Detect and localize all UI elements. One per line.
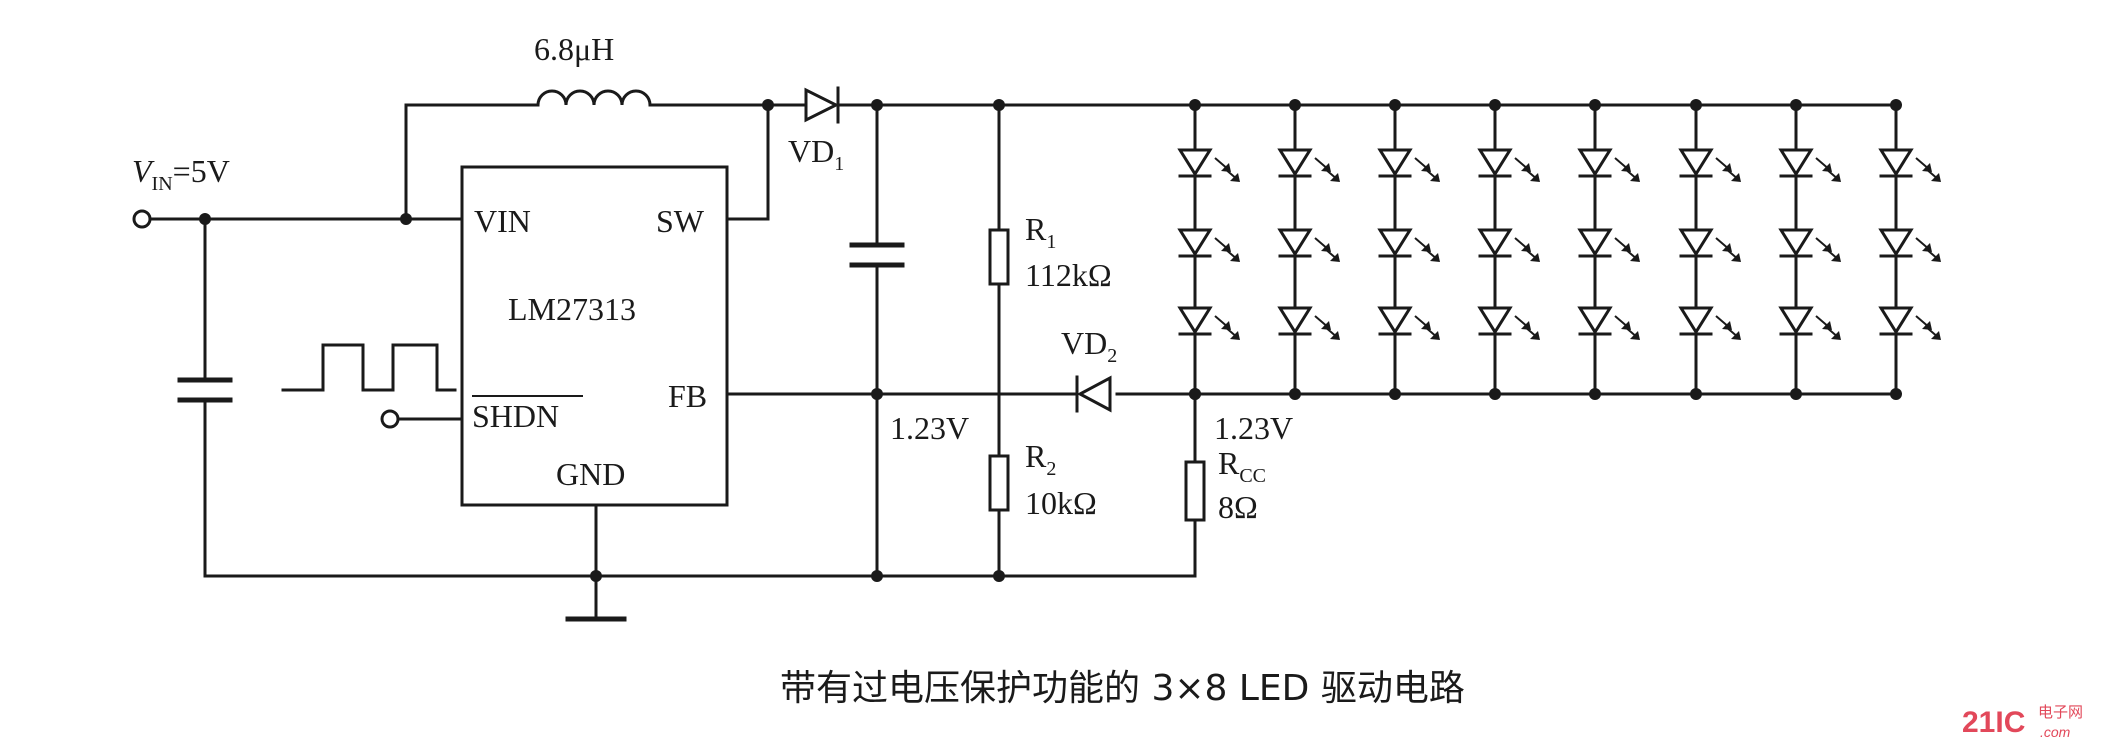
led <box>1778 148 1841 182</box>
ic-pin-vin: VIN <box>474 203 531 239</box>
junction-dots <box>199 99 1201 582</box>
led <box>1577 228 1640 262</box>
ic-pin-fb: FB <box>668 378 707 414</box>
led <box>1577 148 1640 182</box>
led-column <box>1678 99 1741 400</box>
ic-pin-gnd: GND <box>556 456 625 492</box>
fb-voltage-label: 1.23V <box>890 410 969 446</box>
led <box>1377 228 1440 262</box>
led <box>1177 306 1240 340</box>
shdn-pulse-source <box>281 343 457 429</box>
ic-body <box>460 165 729 507</box>
led <box>1177 228 1240 262</box>
r1-value: 112kΩ <box>1025 257 1112 293</box>
vd2-diode <box>1075 375 1112 413</box>
diagram-caption: 带有过电压保护功能的 3×8 LED 驱动电路 <box>780 668 1465 709</box>
led <box>1477 228 1540 262</box>
led-array <box>1177 99 1941 400</box>
led-column <box>1577 99 1640 400</box>
ic-pin-sw: SW <box>656 203 705 239</box>
led <box>1577 306 1640 340</box>
led <box>1477 306 1540 340</box>
led-column <box>1878 99 1941 400</box>
led <box>1277 148 1340 182</box>
led <box>1377 148 1440 182</box>
watermark-logo: 21IC 电子网 .com <box>1962 703 2083 740</box>
input-terminal <box>132 209 152 229</box>
vd1-label: VD1 <box>788 133 844 175</box>
led <box>1878 228 1941 262</box>
led <box>1678 228 1741 262</box>
output-capacitor <box>849 242 905 268</box>
rcc-name: RCC <box>1218 445 1266 487</box>
r1-resistor <box>988 228 1010 286</box>
wire-sw <box>725 103 770 221</box>
ic-name: LM27313 <box>508 291 636 327</box>
r2-value: 10kΩ <box>1025 485 1097 521</box>
led-column <box>1477 99 1540 400</box>
led <box>1377 306 1440 340</box>
led-column <box>1377 99 1440 400</box>
watermark-brand: 21IC <box>1962 706 2025 739</box>
rcc-value: 8Ω <box>1218 489 1258 525</box>
led-column <box>1778 99 1841 400</box>
led-column <box>1277 99 1340 400</box>
rcc-resistor <box>1184 460 1206 522</box>
watermark-line2: .com <box>2040 724 2071 740</box>
r2-name: R2 <box>1025 438 1056 480</box>
led <box>1277 306 1340 340</box>
led <box>1878 148 1941 182</box>
watermark-line1: 电子网 <box>2038 703 2083 721</box>
r2-resistor <box>988 454 1010 512</box>
ic-pin-shdn: SHDN <box>472 398 559 434</box>
vd1-diode <box>766 86 840 124</box>
led-column <box>1177 99 1240 400</box>
input-capacitor <box>177 377 233 403</box>
inductor <box>536 89 652 107</box>
led <box>1778 306 1841 340</box>
led-voltage-label: 1.23V <box>1214 410 1293 446</box>
led <box>1678 148 1741 182</box>
r1-name: R1 <box>1025 211 1056 253</box>
led <box>1778 228 1841 262</box>
vd2-label: VD2 <box>1061 325 1117 367</box>
led <box>1177 148 1240 182</box>
led <box>1878 306 1941 340</box>
inductor-label: 6.8μH <box>534 31 614 67</box>
led <box>1477 148 1540 182</box>
vin-label: VIN=5V <box>132 153 230 195</box>
wires <box>146 103 1898 622</box>
led <box>1277 228 1340 262</box>
led <box>1678 306 1741 340</box>
